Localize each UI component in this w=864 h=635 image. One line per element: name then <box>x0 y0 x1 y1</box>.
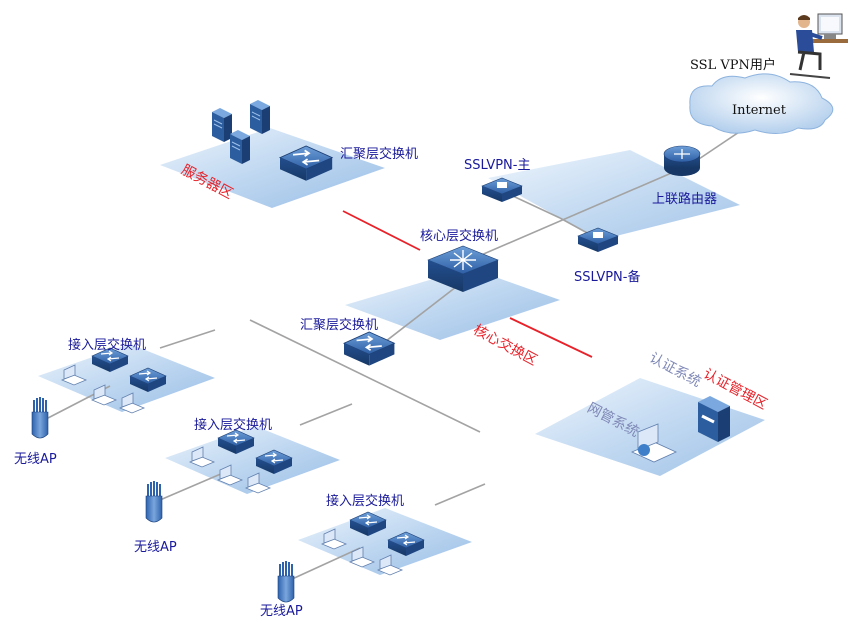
agg-switch-access-icon <box>343 331 396 367</box>
core-switch-label: 核心层交换机 <box>420 229 499 244</box>
aaa-server-icon <box>698 396 730 442</box>
access-switch-label: 接入层交换机 <box>326 494 405 509</box>
wireless-ap-label: 无线AP <box>260 604 303 619</box>
internet-label: Internet <box>732 103 786 118</box>
ssl-vpn-user-label: SSL VPN用户 <box>690 58 776 73</box>
internet-cloud <box>689 73 834 134</box>
wireless-ap-icon <box>145 480 163 523</box>
sslvpn-main-label: SSLVPN-主 <box>464 158 531 173</box>
core-zone-platform <box>345 268 560 340</box>
server-icon <box>211 107 233 143</box>
access-platform-2 <box>165 426 340 494</box>
agg-switch-server-label: 汇聚层交换机 <box>340 147 419 162</box>
uplink-router-icon <box>663 145 701 176</box>
access-platform-1 <box>38 344 215 412</box>
uplink-router-label: 上联路由器 <box>652 192 718 207</box>
core-switch-icon <box>427 245 499 292</box>
wireless-ap-icon <box>31 396 49 439</box>
ssl-vpn-user-icon <box>789 13 848 79</box>
netmgmt-laptop-icon <box>631 423 677 463</box>
vpn-zone-platform <box>488 150 740 240</box>
server-zone-platform <box>160 128 385 208</box>
wireless-ap-label: 无线AP <box>14 452 57 467</box>
access-switch-label: 接入层交换机 <box>194 418 273 433</box>
wireless-ap-icon <box>277 560 295 603</box>
access-switch-label: 接入层交换机 <box>68 338 147 353</box>
access-platform-3 <box>298 508 472 575</box>
server-icon <box>249 99 271 135</box>
sslvpn-backup-label: SSLVPN-备 <box>574 270 641 285</box>
server-icon <box>229 129 251 165</box>
agg-switch-access-label: 汇聚层交换机 <box>300 318 379 333</box>
wireless-ap-label: 无线AP <box>134 540 177 555</box>
red-links <box>342 210 593 358</box>
